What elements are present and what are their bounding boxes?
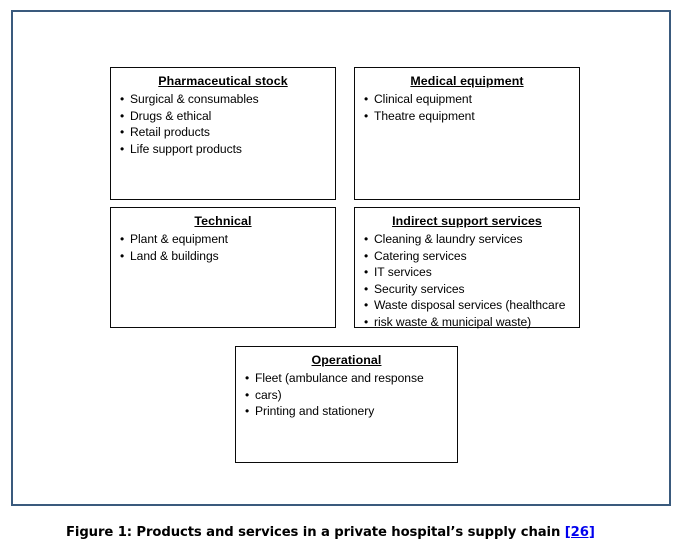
bullet-icon: • (364, 232, 369, 246)
bullet-icon: • (245, 404, 250, 418)
list-item: • cars) (244, 387, 453, 404)
list-item-label: Retail products (130, 125, 210, 139)
list-item-label: Fleet (ambulance and response (255, 371, 424, 385)
list-item: • Catering services (363, 248, 579, 265)
category-title: Indirect support services (392, 214, 542, 228)
list-item-label: Waste disposal services (healthcare (374, 298, 566, 312)
list-item-label: cars) (255, 387, 282, 402)
bullet-icon: • (364, 265, 369, 279)
list-item: • Plant & equipment (119, 231, 331, 248)
list-item: • Fleet (ambulance and response (244, 370, 453, 387)
list-item-label: Catering services (374, 248, 467, 263)
category-title: Operational (311, 353, 382, 367)
bullet-icon: • (120, 248, 125, 263)
citation-link-26[interactable]: [26] (564, 525, 595, 540)
list-item: • Land & buildings (119, 248, 331, 265)
figure-outer-frame: Pharmaceutical stock • Surgical & consum… (11, 10, 671, 506)
list-item-label: Drugs & ethical (130, 108, 212, 123)
category-title: Technical (194, 214, 252, 228)
bullet-icon: • (364, 248, 369, 263)
category-box-technical: Technical • Plant & equipment • Land & b… (110, 207, 336, 328)
category-title: Medical equipment (410, 74, 524, 88)
bullet-icon: • (120, 92, 125, 106)
list-item: • Waste disposal services (healthcare (363, 297, 579, 314)
bullet-icon: • (120, 125, 125, 139)
list-item: • Printing and stationery (244, 403, 453, 420)
list-item: • Theatre equipment (363, 108, 575, 125)
category-item-list: • Surgical & consumables • Drugs & ethic… (111, 91, 335, 157)
bullet-icon: • (364, 108, 369, 123)
list-item-label: Life support products (130, 141, 242, 156)
figure-caption-text: Figure 1: Products and services in a pri… (66, 525, 565, 540)
bullet-icon: • (120, 108, 125, 123)
list-item: • Clinical equipment (363, 91, 575, 108)
list-item: • Surgical & consumables (119, 91, 331, 108)
list-item-label: Theatre equipment (374, 108, 475, 123)
bullet-icon: • (364, 314, 369, 329)
category-box-medical-equipment: Medical equipment • Clinical equipment •… (354, 67, 580, 200)
list-item-label: Surgical & consumables (130, 92, 259, 106)
category-item-list: • Clinical equipment • Theatre equipment (355, 91, 579, 124)
category-box-pharmaceutical-stock: Pharmaceutical stock • Surgical & consum… (110, 67, 336, 200)
list-item-label: IT services (374, 265, 432, 279)
bullet-icon: • (364, 298, 369, 312)
category-item-list: • Fleet (ambulance and response • cars) … (236, 370, 457, 420)
list-item: • Retail products (119, 124, 331, 141)
bullet-icon: • (245, 371, 250, 385)
category-title: Pharmaceutical stock (158, 74, 288, 88)
category-box-operational: Operational • Fleet (ambulance and respo… (235, 346, 458, 463)
category-item-list: • Plant & equipment • Land & buildings (111, 231, 335, 264)
bullet-icon: • (120, 232, 125, 246)
figure-caption: Figure 1: Products and services in a pri… (66, 524, 666, 542)
category-item-list: • Cleaning & laundry services • Catering… (355, 231, 579, 330)
list-item: • risk waste & municipal waste) (363, 314, 579, 331)
list-item-label: Clinical equipment (374, 92, 472, 106)
list-item-label: Plant & equipment (130, 232, 228, 246)
list-item: • Cleaning & laundry services (363, 231, 579, 248)
list-item: • Security services (363, 281, 579, 298)
list-item: • Life support products (119, 141, 331, 158)
list-item: • IT services (363, 264, 579, 281)
bullet-icon: • (120, 141, 125, 156)
list-item: • Drugs & ethical (119, 108, 331, 125)
bullet-icon: • (364, 281, 369, 296)
list-item-label: Land & buildings (130, 248, 219, 263)
bullet-icon: • (364, 92, 369, 106)
list-item-label: risk waste & municipal waste) (374, 314, 532, 329)
category-box-indirect-support-services: Indirect support services • Cleaning & l… (354, 207, 580, 330)
list-item-label: Security services (374, 281, 465, 296)
list-item-label: Cleaning & laundry services (374, 232, 523, 246)
list-item-label: Printing and stationery (255, 404, 375, 418)
bullet-icon: • (245, 387, 250, 402)
